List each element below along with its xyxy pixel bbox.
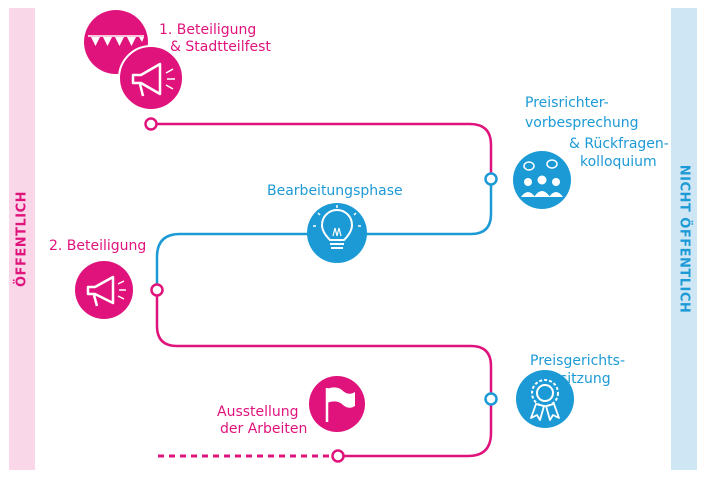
- step-1-label: 1. Beteiligung & Stadtteilfest: [159, 22, 271, 55]
- node-4: [484, 392, 498, 406]
- lightbulb-icon: [307, 203, 367, 263]
- connector-1-2: [151, 122, 493, 179]
- node-5: [331, 449, 345, 463]
- flag-icon: [309, 376, 365, 432]
- step-3-label: Bearbeitungsphase: [267, 183, 403, 199]
- award-icon: [516, 370, 574, 428]
- step-4-label: 2. Beteiligung: [49, 238, 147, 254]
- step-2-label: Preisrichter- vorbesprechung & Rückfrage…: [525, 95, 669, 170]
- people-speech-icon: [513, 151, 571, 209]
- node-1: [144, 117, 158, 131]
- nonpublic-band: NICHT ÖFFENTLICH: [671, 8, 697, 470]
- node-3: [150, 283, 164, 297]
- connector-3-4: [155, 290, 493, 399]
- megaphone-icon: [118, 45, 184, 111]
- connector-4-5: [338, 399, 493, 458]
- public-band: ÖFFENTLICH: [9, 8, 35, 470]
- node-2: [484, 172, 498, 186]
- step-6-label: Ausstellung der Arbeiten: [217, 404, 308, 437]
- megaphone-icon: [75, 261, 133, 319]
- step-5-label: Preisgerichts- sitzung: [530, 353, 625, 387]
